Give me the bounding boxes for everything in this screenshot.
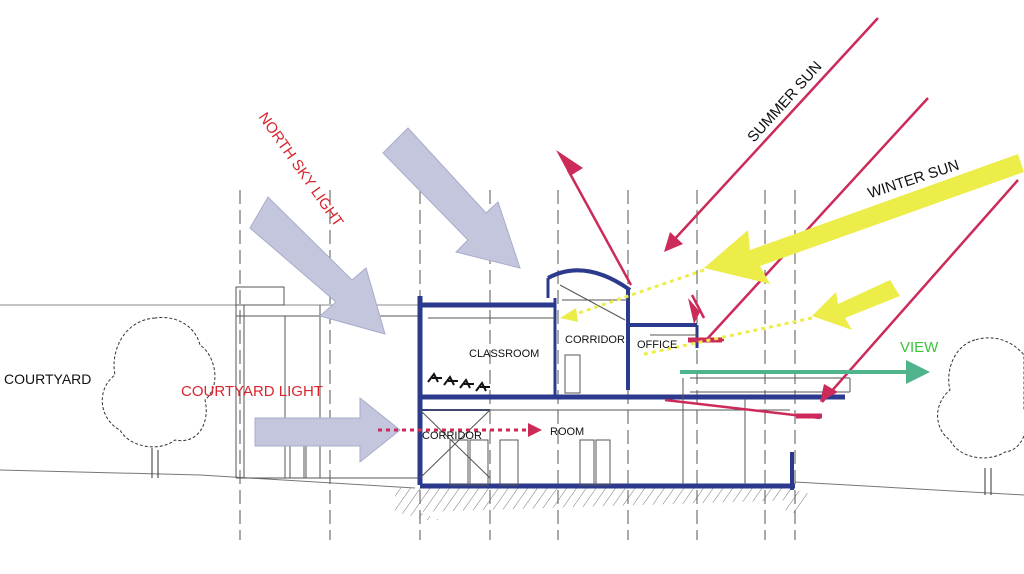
courtyard-light-arrow (254, 396, 401, 464)
seating-icon (427, 372, 490, 392)
winter-sun-dotted (569, 268, 813, 357)
office-label: OFFICE (637, 339, 678, 351)
corridor-upper-label: CORRIDOR (565, 334, 625, 346)
courtyard-light-label: COURTYARD LIGHT (181, 383, 323, 400)
interior-dotted-path (378, 423, 542, 437)
classroom-label: CLASSROOM (469, 348, 540, 360)
building-structure (417, 268, 845, 490)
courtyard-label: COURTYARD (4, 371, 92, 387)
courtyard-wing (235, 286, 420, 479)
room-label: ROOM (550, 426, 585, 438)
view-arrow (680, 360, 930, 384)
tree-icon (937, 337, 1024, 495)
winter-sun-arrowhead (560, 308, 578, 322)
ground-hatch-icon (395, 488, 810, 520)
winter-sun-rays (704, 154, 1024, 330)
summer-sun-rays (556, 17, 1019, 420)
building-details (419, 284, 851, 486)
view-label: VIEW (900, 339, 939, 356)
north-light-arrows (249, 127, 521, 335)
corridor-lower-label: CORRIDOR (422, 430, 482, 442)
tree-icon (101, 316, 216, 478)
